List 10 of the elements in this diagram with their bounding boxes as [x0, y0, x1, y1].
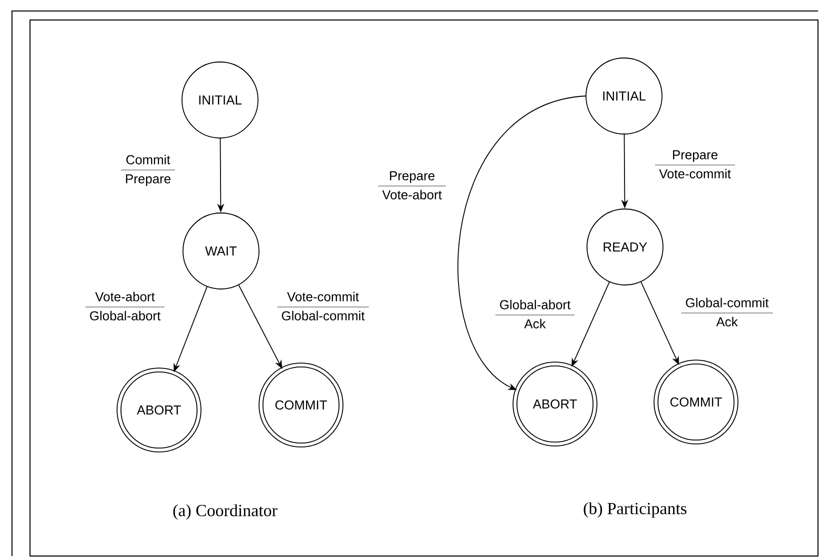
- caption: (b) Participants: [584, 502, 686, 518]
- caption: (a) Coordinator: [173, 504, 278, 520]
- edge-label: Commit Prepare: [120, 150, 176, 190]
- arrow: [457, 96, 586, 390]
- edge-label: Global-abort Ack: [494, 296, 576, 334]
- edge-label: Prepare Vote-commit: [654, 146, 736, 184]
- edge-label: Global-commit Ack: [680, 294, 774, 332]
- edge-label: Vote-commit Global-commit: [276, 288, 370, 326]
- edge-label: Prepare Vote-abort: [378, 166, 446, 206]
- edge-label: Vote-abort Global-abort: [84, 288, 166, 326]
